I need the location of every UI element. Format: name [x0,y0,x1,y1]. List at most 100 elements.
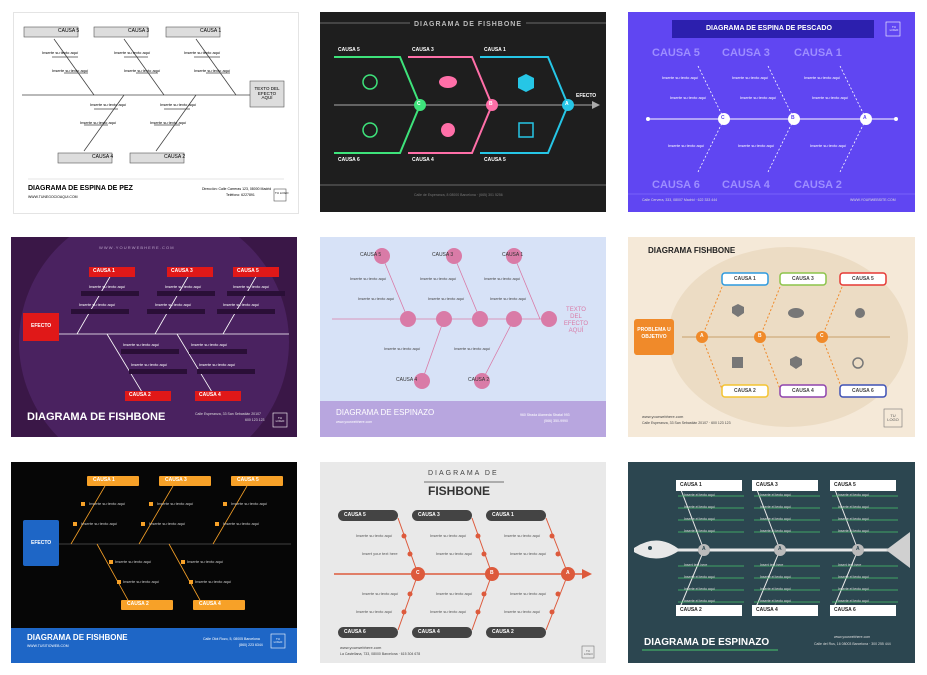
cause-label: CAUSA 2 [164,154,186,160]
card-url: www.yourwebhere.com [642,414,684,419]
fishbone-lines [628,20,915,195]
template-fishbone-black[interactable]: CAUSA 1 CAUSA 3 CAUSA 5 CAUSA 2 CAUSA 4 … [11,462,297,663]
cause-label: CAUSA 5 [360,252,382,258]
cause-label: CAUSA 2 [468,377,490,383]
sub-cause-text: Inserte el texto aquí [760,587,791,591]
cause-label: CAUSA 5 [652,47,700,59]
cause-label: CAUSA 5 [237,268,259,274]
sub-cause-text: Inserte su texto aquí [356,533,393,538]
template-espinazo-teal[interactable]: CAUSA 1 CAUSA 3 CAUSA 5 CAUSA 2 CAUSA 4 … [628,462,915,663]
sub-cause-text: Inserte el texto aquí [684,529,715,533]
sub-cause-text: Inserte su texto aquí [732,75,769,80]
cause-label: CAUSA 5 [58,28,80,34]
sub-cause-text: Inserte su texto aquí [89,284,126,289]
sub-cause-text: Inserte el texto aquí [760,493,791,497]
cause-label: CAUSA 3 [432,252,454,258]
node-label: C [416,570,420,576]
template-fishbone-purple[interactable]: W W W . Y O U R W E B H E R E . C O M CA… [11,237,297,437]
sub-cause-text: Inserte su texto aquí [194,68,231,73]
sub-cause-text: Inserte su texto aquí [384,346,421,351]
effect-label: EFECTO [31,323,52,329]
cause-label: CAUSA 6 [338,157,360,163]
sub-cause-text: Insert text here [684,563,708,567]
card-url: W W W . Y O U R W E B H E R E . C O M [99,245,174,250]
cause-label: CAUSA 4 [396,377,418,383]
effect-label: EFECTO [31,540,52,546]
template-fishbone-dark[interactable]: DIAGRAMA DE FISHBONE CAUSA 5 CAUSA 3 CAU… [320,12,606,212]
sub-cause-text: Inserte su texto aquí [114,50,151,55]
card-logo: TU LOGO [275,416,285,423]
sub-cause-text: Inserte su texto aquí [484,276,521,281]
sub-cause-text: Inserte su texto aquí [454,346,491,351]
sub-cause-text: Inserte su texto aquí [490,296,527,301]
cause-label: CAUSA 3 [792,276,814,282]
sub-cause-text: Inserte su texto aquí [420,276,457,281]
sub-cause-text: Inserte su texto aquí [358,296,395,301]
template-fishbone-beige[interactable]: DIAGRAMA FISHBONE CAUSA 1 CAUSA 3 CAUSA … [628,237,915,437]
node-label: B [489,101,493,107]
sub-cause-text: Inserte su texto aquí [430,609,467,614]
sub-cause-text: Inserte su texto aquí [90,102,127,107]
sub-cause-text: Inserte su texto aquí [157,501,194,506]
sub-cause-text: Inserte su texto aquí [124,68,161,73]
cause-label: CAUSA 3 [722,47,770,59]
cause-label: CAUSA 1 [200,28,222,34]
sub-cause-text: Inserte su texto aquí [430,533,467,538]
sub-cause-text: Inserte su texto aquí [504,609,541,614]
sub-cause-text: Inserte su texto aquí [668,143,705,148]
card-footer-left: Calle Cervera, 333, 08007 Madrid · 622 3… [642,198,718,202]
effect-label: TEXTO DEL EFECTO AQUÍ [563,307,589,334]
sub-cause-text: Inserte su texto aquí [123,579,160,584]
fishbone-lines [320,22,606,186]
template-espina-de-pescado[interactable]: DIAGRAMA DE ESPINA DE PESCADO TU LOGO CA… [628,12,915,212]
template-espinazo-light[interactable]: CAUSA 5 CAUSA 3 CAUSA 1 CAUSA 4 CAUSA 2 … [320,237,606,437]
cause-label: CAUSA 1 [93,477,115,483]
card-phone: (566) 350-9990 [544,419,568,423]
sub-cause-text: Insert your text here [362,551,398,556]
sub-cause-text: Inserte el texto aquí [684,505,715,509]
sub-cause-text: Inserte su texto aquí [131,362,168,367]
node-label: A [700,333,704,339]
lightbulb-icon [855,308,865,318]
template-fishbone-grey[interactable]: DIAGRAMA DE FISHBONE CAUSA 5 CAUSA 3 CAU… [320,462,606,663]
sub-cause-text: Inserte su texto aquí [436,591,473,596]
stopwatch-icon [362,122,378,138]
sub-cause-text: Inserte su texto aquí [233,284,270,289]
cause-label: CAUSA 4 [92,154,114,160]
fishbone-lines [634,247,908,428]
card-address: Calle Esperanza, 33 San Sebastián 20107 [195,412,261,416]
sub-cause-text: Inserte su texto aquí [150,120,187,125]
card-address: Calle del Rus, 16 08003 Barcelona · 300 … [814,642,891,646]
sub-cause-text: Inserte su texto aquí [149,521,186,526]
sub-cause-text: Inserte el texto aquí [760,599,791,603]
sub-cause-text: Inserte el texto aquí [684,517,715,521]
sub-cause-text: Inserte su texto aquí [810,143,847,148]
sub-cause-text: Insert text here [760,563,784,567]
template-espina-de-pez[interactable]: CAUSA 5 CAUSA 3 CAUSA 1 CAUSA 4 CAUSA 2 … [13,12,299,214]
cause-label: CAUSA 6 [652,179,700,191]
effect-label: TEXTO DEL EFECTO AQUÍ [254,86,280,100]
fishbone-lines [634,480,910,651]
badge-icon [518,74,534,92]
sub-cause-text: Inserte el texto aquí [760,575,791,579]
effect-label: PROBLEMA U OBJETIVO [637,327,671,340]
sub-cause-text: Inserte el texto aquí [838,517,869,521]
sub-cause-text: Inserte su texto aquí [223,302,260,307]
cause-label: CAUSA 3 [418,512,440,518]
cause-label: CAUSA 1 [492,512,514,518]
sub-cause-text: Inserte el texto aquí [838,587,869,591]
card-address: Calle Olot Rozo, 5, 08005 Barcelona [203,637,260,641]
cause-label: CAUSA 1 [484,47,506,53]
card-url: www.yourwebhere.com [340,645,382,650]
sub-cause-text: Inserte el texto aquí [760,517,791,521]
sub-cause-text: Inserte su texto aquí [80,120,117,125]
cause-label: CAUSA 1 [680,482,702,488]
sub-cause-text: Inserte su texto aquí [662,75,699,80]
sub-cause-text: Inserte su texto aquí [740,95,777,100]
sub-cause-text: Inserte su texto aquí [504,533,541,538]
sub-cause-text: Inserte su texto aquí [52,68,89,73]
card-url: www.yourwebhere.com [834,635,871,639]
stopwatch-icon [852,357,864,369]
fishbone-lines [334,481,595,659]
cause-label: CAUSA 4 [756,607,778,613]
